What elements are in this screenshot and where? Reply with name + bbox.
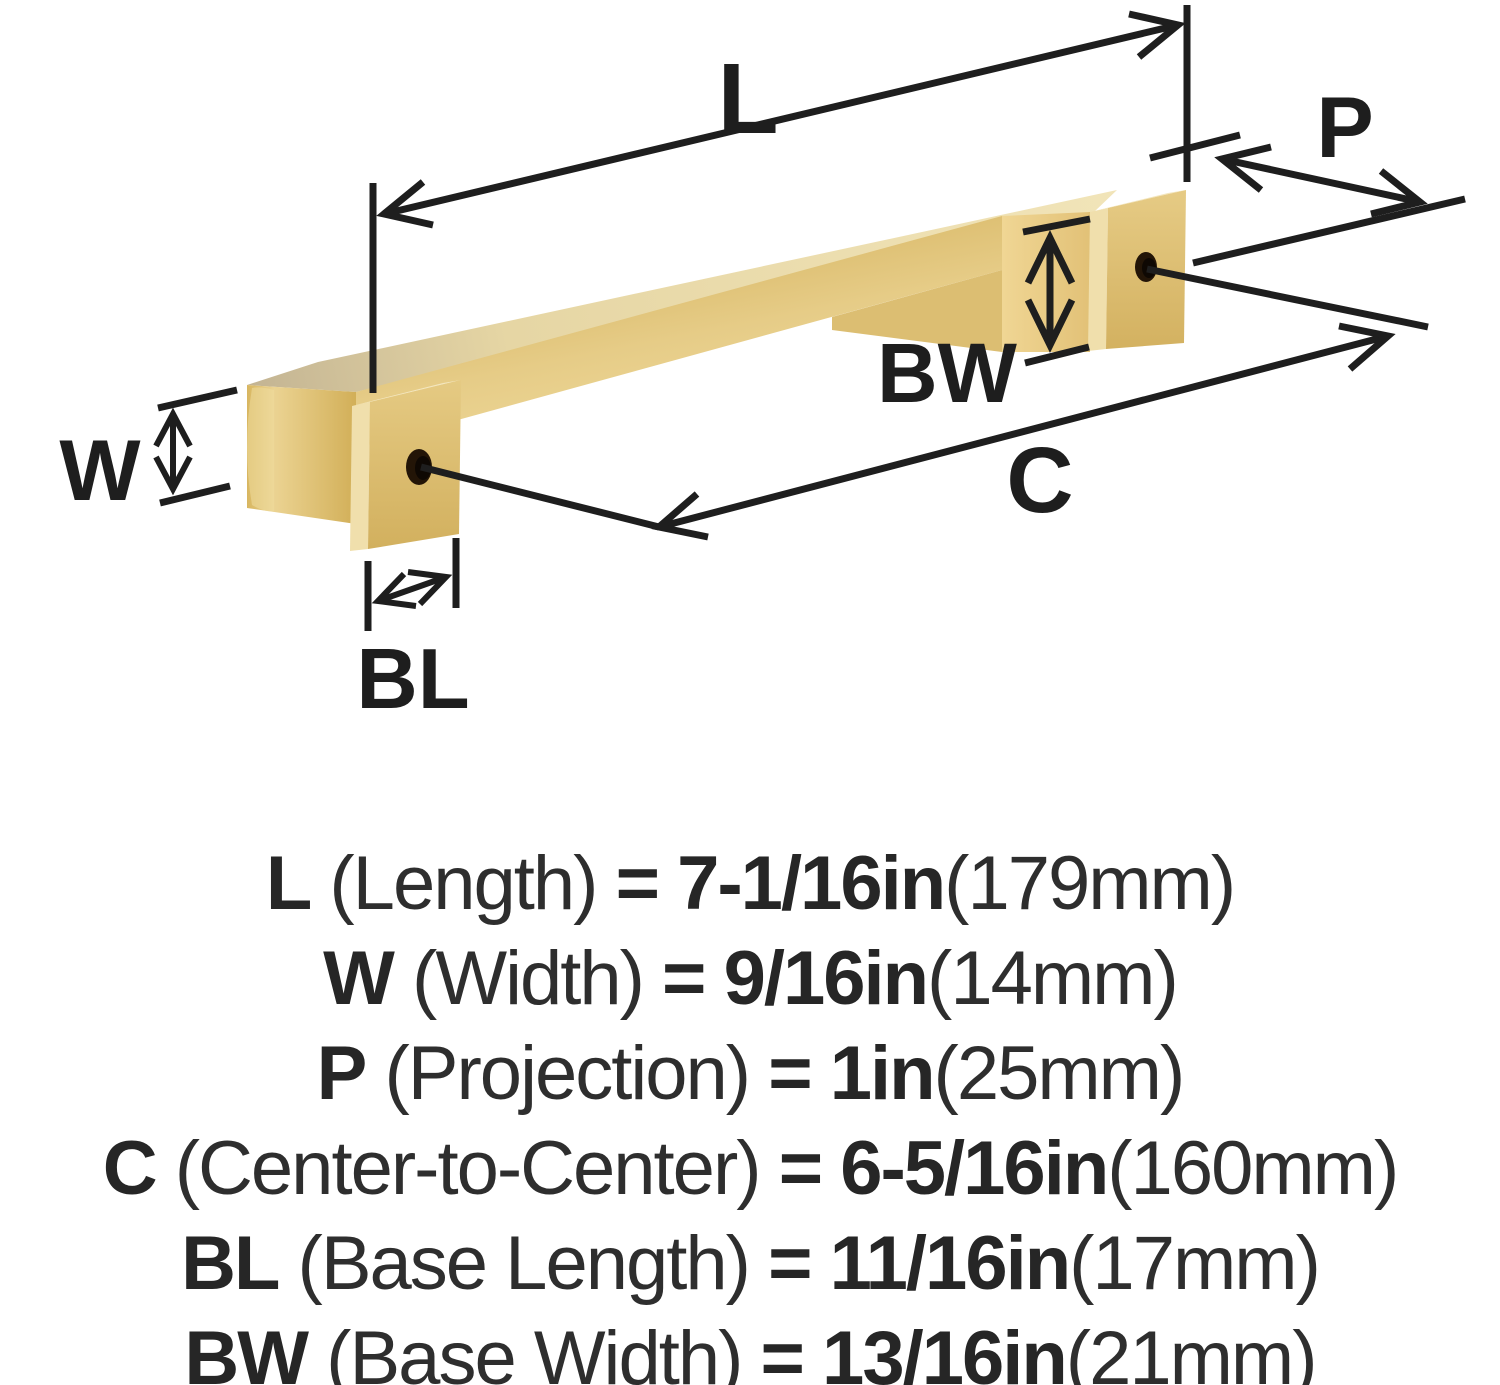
bw-label: BW — [877, 326, 1018, 420]
spec-line-projection: P (Projection) = 1in(25mm) — [0, 1026, 1500, 1121]
left-plate-top-edge — [352, 380, 461, 406]
bl-arrowhead-left — [371, 571, 417, 609]
p-reference-line-bottom — [1192, 195, 1466, 267]
bw-arrowhead-down — [1024, 298, 1076, 353]
spec-metric-value: (14mm) — [927, 936, 1179, 1021]
handle-top-face — [247, 190, 1117, 392]
left-plate-side-edge — [350, 402, 370, 551]
spec-metric-value: (21mm) — [1065, 1316, 1318, 1385]
spec-metric-value: (160mm) — [1107, 1126, 1399, 1211]
cabinet-pull-handle — [247, 190, 1186, 551]
l-arrowhead-right — [1128, 10, 1186, 60]
dimension-bw — [1022, 215, 1091, 367]
right-post-inner-face — [1002, 212, 1090, 352]
spec-imperial-value: 7-1/16in — [677, 841, 946, 926]
spec-symbol: P — [316, 1031, 368, 1116]
bl-dimension-line — [377, 574, 447, 604]
spec-symbol: C — [102, 1126, 158, 1211]
spec-equals: = — [760, 1316, 805, 1385]
left-post-front-face — [247, 385, 356, 524]
c-dimension-line — [658, 332, 1389, 531]
l-dimension-line — [383, 21, 1179, 218]
bw-tick-bottom — [1024, 343, 1090, 367]
spec-name: (Base Length) — [297, 1221, 751, 1306]
l-arrowhead-left — [376, 179, 434, 229]
dimension-l — [369, 5, 1191, 393]
spec-imperial-value: 11/16in — [829, 1221, 1072, 1306]
bl-label: BL — [356, 632, 469, 727]
spec-equals: = — [768, 1031, 812, 1116]
w-tick-top — [157, 386, 238, 412]
spec-symbol: BW — [184, 1316, 309, 1385]
spec-equals: = — [615, 841, 660, 926]
right-plate-side-edge — [1088, 208, 1108, 351]
p-reference-line-top — [1149, 131, 1241, 162]
c-leader-left-hole — [420, 463, 660, 531]
spec-metric-value: (17mm) — [1069, 1221, 1321, 1306]
spec-symbol: W — [323, 936, 395, 1021]
l-label: L — [717, 43, 778, 155]
spec-line-center-to-center: C (Center-to-Center) = 6-5/16in(160mm) — [0, 1121, 1500, 1216]
c-leader-right-hole — [1146, 265, 1429, 331]
spec-name: (Projection) — [384, 1031, 752, 1116]
p-dimension-line — [1221, 155, 1421, 206]
spec-imperial-value: 6-5/16in — [840, 1126, 1109, 1211]
spec-symbol: BL — [181, 1221, 280, 1306]
p-label: P — [1316, 80, 1373, 176]
spec-line-base-width: BW (Base Width) = 13/16in(21mm) — [0, 1311, 1500, 1385]
right-base-plate — [1088, 190, 1186, 351]
c-label: C — [1006, 428, 1073, 532]
w-arrowhead-up — [153, 407, 193, 448]
spec-metric-value: (25mm) — [933, 1031, 1186, 1116]
bl-arrowhead-right — [407, 569, 453, 607]
spec-equals: = — [768, 1221, 812, 1306]
spec-line-length: L (Length) = 7-1/16in(179mm) — [0, 836, 1500, 931]
spec-imperial-value: 1in — [829, 1031, 936, 1116]
p-arrowhead-left — [1214, 143, 1272, 193]
spec-equals: = — [662, 936, 706, 1021]
spec-imperial-value: 9/16in — [723, 936, 929, 1021]
spec-equals: = — [778, 1126, 823, 1211]
spec-name: (Base Width) — [326, 1316, 743, 1385]
w-tick-bottom — [159, 482, 231, 507]
spec-metric-value: (179mm) — [944, 841, 1236, 926]
dimension-spec-list: L (Length) = 7-1/16in(179mm) W (Width) =… — [0, 836, 1500, 1385]
spec-imperial-value: 13/16in — [822, 1316, 1068, 1385]
dimension-bl — [364, 538, 460, 631]
spec-symbol: L — [265, 841, 312, 926]
handle-bar-front-face — [356, 216, 1002, 448]
bw-tick-top — [1022, 215, 1091, 236]
c-arrowhead-left — [651, 491, 709, 541]
handle-bar-inner-face — [832, 270, 1002, 352]
dimension-c — [420, 265, 1429, 541]
left-post-rounded-highlight — [247, 387, 274, 512]
spec-name: (Width) — [412, 936, 645, 1021]
spec-name: (Center-to-Center) — [174, 1126, 762, 1211]
spec-line-base-length: BL (Base Length) = 11/16in(17mm) — [0, 1216, 1500, 1311]
w-arrowhead-down — [153, 455, 193, 496]
p-arrowhead-right — [1370, 168, 1428, 218]
w-label: W — [59, 423, 141, 519]
right-plate-top-edge — [1090, 190, 1186, 212]
spec-line-width: W (Width) = 9/16in(14mm) — [0, 931, 1500, 1026]
left-base-plate — [350, 380, 461, 551]
c-arrowhead-right — [1338, 322, 1396, 372]
dimension-w — [153, 386, 238, 507]
spec-name: (Length) — [329, 841, 598, 926]
dimension-p — [1149, 131, 1466, 267]
bw-arrowhead-up — [1024, 230, 1076, 285]
